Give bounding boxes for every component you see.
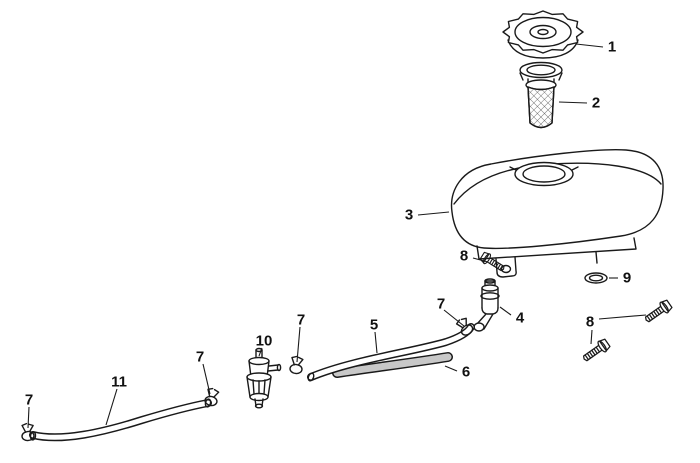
flange-bolt-part bbox=[641, 298, 674, 326]
hose-clamp-part bbox=[288, 355, 304, 375]
fuel-hose-part bbox=[307, 323, 475, 382]
fuel-filler-cap-part bbox=[502, 10, 584, 59]
fuel-tank-part bbox=[450, 149, 664, 278]
fuel-valve-part bbox=[473, 278, 500, 332]
hose-protector-part bbox=[332, 352, 453, 378]
tank-bolt-part bbox=[478, 250, 508, 275]
fuel-strainer-part bbox=[519, 61, 563, 129]
fuel-hose-long-part bbox=[29, 398, 212, 442]
gasket-part bbox=[584, 272, 608, 284]
flange-bolt-part bbox=[579, 337, 612, 365]
inline-fuel-filter-part bbox=[246, 347, 282, 409]
leader-lines bbox=[27, 43, 647, 429]
